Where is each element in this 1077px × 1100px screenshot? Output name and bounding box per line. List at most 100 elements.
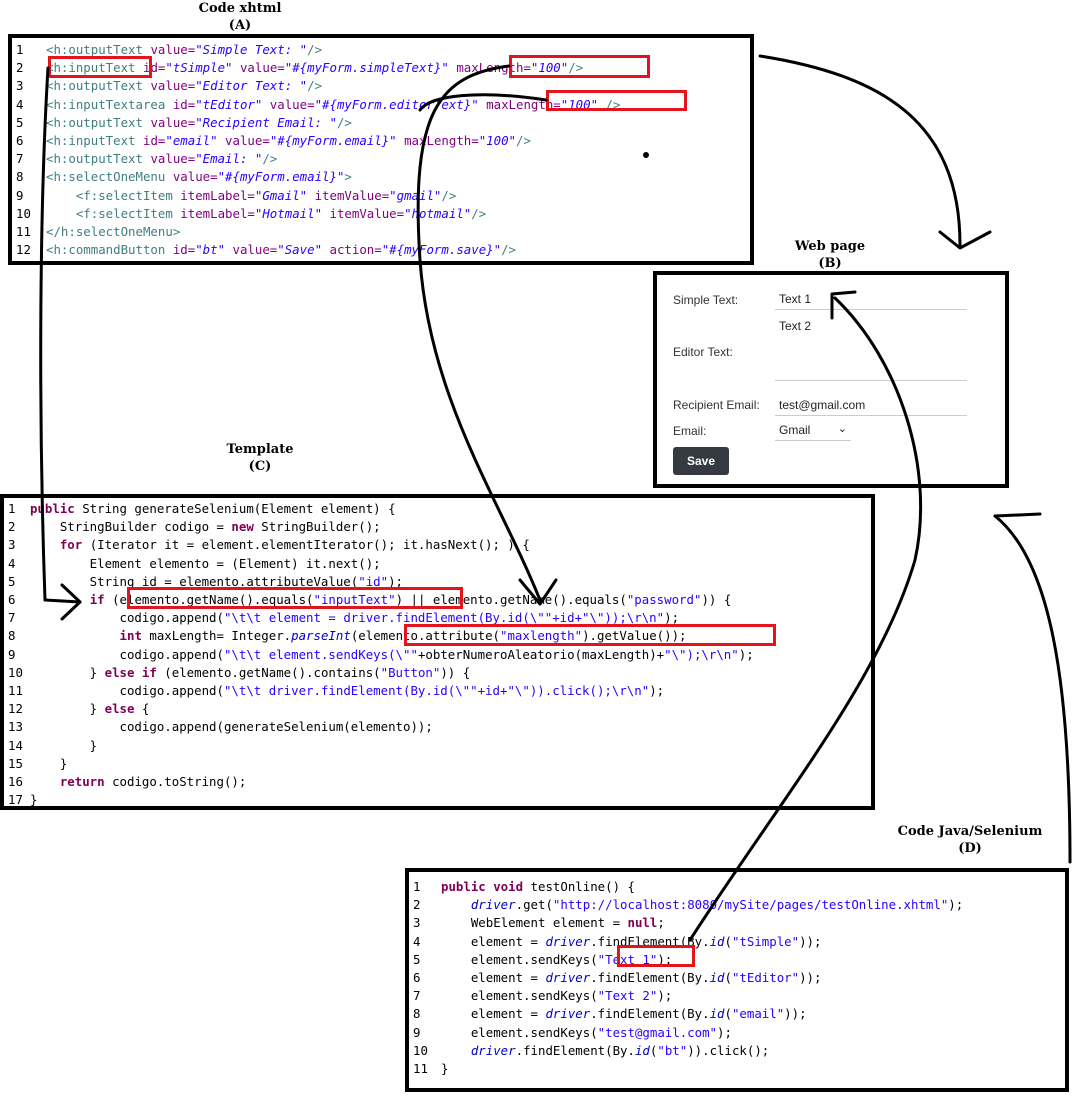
code-token: "email" — [731, 1006, 785, 1022]
code-text: codigo.append(generateSelenium(elemento)… — [30, 718, 433, 736]
line-number: 3 — [8, 537, 16, 553]
line-number: 8 — [413, 1006, 421, 1022]
highlight-maxlength-line2 — [509, 55, 650, 78]
line-number: 11 — [413, 1061, 428, 1076]
code-text: String id = elemento.attributeValue("id"… — [30, 573, 403, 591]
code-text: StringBuilder codigo = new StringBuilder… — [30, 518, 381, 536]
line-number: 16 — [8, 774, 23, 789]
code-token: id= — [135, 133, 166, 148]
line-number: 2 — [8, 519, 16, 535]
email-label: Email: — [673, 424, 707, 438]
code-token: int — [119, 628, 150, 644]
recipient-email-input[interactable]: test@gmail.com — [775, 398, 967, 416]
code-line: 10 <f:selectItem itemLabel="Hotmail" ite… — [12, 205, 750, 223]
code-token: "#{myForm.email}" — [217, 169, 345, 185]
code-text: int maxLength= Integer.parseInt(elemento… — [30, 627, 687, 645]
highlight-attribute-maxlength — [404, 624, 776, 646]
line-number: 7 — [413, 988, 421, 1004]
code-token: element.sendKeys( — [441, 988, 598, 1004]
code-token: (elemento.getName().contains( — [164, 664, 381, 680]
line-number: 1 — [16, 42, 24, 57]
code-line: 7 element.sendKeys("Text 2"); — [409, 987, 1065, 1005]
code-token: maxLength= — [396, 133, 479, 148]
code-text: codigo.append("\t\t driver.findElement(B… — [30, 682, 665, 700]
code-token: <h:inputText — [46, 60, 136, 76]
code-text: for (Iterator it = element.elementIterat… — [30, 536, 530, 554]
code-token — [441, 897, 471, 912]
code-text: <f:selectItem itemLabel="Gmail" itemValu… — [46, 187, 456, 205]
line-number: 5 — [413, 951, 421, 967]
code-token: "\t\t element.sendKeys(\"" — [223, 646, 418, 662]
code-token: ).getValue()); — [582, 628, 687, 644]
code-token: value= — [232, 60, 285, 76]
code-token: "#{myForm.simpleText}" — [284, 60, 449, 76]
code-text: element.sendKeys("Text 2"); — [441, 987, 672, 1005]
code-text: driver.findElement(By.id("bt")).click(); — [441, 1042, 769, 1060]
code-token: /> — [441, 187, 457, 203]
code-line: 9 codigo.append("\t\t element.sendKeys(\… — [4, 646, 871, 664]
editor-text-area[interactable]: Text 2 — [775, 319, 967, 381]
line-number: 5 — [8, 573, 16, 589]
code-line: 3 WebElement element = null; — [409, 914, 1065, 932]
code-token: itemLabel= — [180, 187, 255, 203]
code-token: ); — [657, 988, 673, 1004]
code-line: 4 Element elemento = (Element) it.next()… — [4, 555, 871, 573]
save-button[interactable]: Save — [673, 447, 729, 475]
code-token: "inputText" — [313, 592, 396, 607]
code-token: <h:selectOneMenu — [46, 169, 173, 185]
email-select[interactable]: Gmail ⌄ — [775, 423, 851, 441]
code-line: 14 } — [4, 737, 871, 755]
code-token: value= — [217, 133, 270, 148]
code-token — [30, 774, 60, 789]
title-a-name: Code xhtml — [198, 1, 282, 16]
code-token: itemValue= — [322, 205, 405, 221]
code-text: codigo.append("\t\t element = driver.fin… — [30, 609, 680, 627]
code-line: 10 } else if (elemento.getName().contain… — [4, 664, 871, 682]
code-text: element.sendKeys("test@gmail.com"); — [441, 1024, 732, 1042]
code-token: "100" — [560, 96, 599, 112]
code-token: element.sendKeys( — [441, 1024, 598, 1040]
code-token: /> — [307, 78, 323, 94]
code-token: id — [709, 970, 725, 985]
code-token: "tSimple" — [165, 60, 233, 76]
code-token: codigo.append( — [30, 610, 224, 626]
code-token: public — [30, 501, 83, 516]
code-token: codigo.toString(); — [112, 774, 247, 789]
code-token: ( — [649, 1042, 658, 1058]
code-line: 13 codigo.append(generateSelenium(elemen… — [4, 718, 871, 736]
code-text: driver.get("http://localhost:8080/mySite… — [441, 896, 963, 914]
code-line: 10 driver.findElement(By.id("bt")).click… — [409, 1042, 1065, 1060]
highlight-inputtext-tag — [48, 56, 152, 78]
code-line: 7 codigo.append("\t\t element = driver.f… — [4, 609, 871, 627]
simple-text-input[interactable]: Text 1 — [775, 292, 967, 310]
line-number: 10 — [413, 1042, 428, 1058]
line-number: 12 — [16, 242, 31, 258]
code-token: <h:inputTextarea — [46, 96, 166, 112]
code-token: </h:selectOneMenu> — [46, 224, 181, 239]
code-token: +obterNumeroAleatorio(maxLength)+ — [417, 646, 665, 662]
code-line: 17} — [4, 791, 871, 806]
code-line: 3 for (Iterator it = element.elementIter… — [4, 536, 871, 554]
title-d-letter: (D) — [958, 841, 982, 856]
code-token: String id = elemento.attributeValue( — [30, 573, 359, 589]
code-token: driver — [545, 1006, 591, 1022]
code-line: 15 } — [4, 755, 871, 773]
code-token: itemLabel= — [180, 205, 255, 221]
line-number: 3 — [413, 915, 421, 931]
code-line: 3<h:outputText value="Editor Text: "/> — [12, 77, 750, 95]
code-token: /> — [336, 114, 352, 130]
code-token: /> — [568, 60, 584, 76]
web-page-panel: Simple Text: Text 1 Text 2 Editor Text: … — [653, 271, 1009, 488]
code-text: WebElement element = null; — [441, 914, 665, 932]
code-text: element = driver.findElement(By.id("tEdi… — [441, 969, 822, 987]
title-d-name: Code Java/Selenium — [897, 824, 1043, 839]
code-token: "test@gmail.com" — [597, 1024, 718, 1040]
code-token — [441, 1043, 471, 1058]
line-number: 10 — [16, 205, 31, 221]
code-line: 9 element.sendKeys("test@gmail.com"); — [409, 1024, 1065, 1042]
code-token: "tEditor" — [731, 970, 800, 985]
title-web-page: Web page (B) — [780, 238, 880, 272]
code-token: value= — [150, 151, 196, 167]
code-token: /> — [307, 42, 323, 57]
